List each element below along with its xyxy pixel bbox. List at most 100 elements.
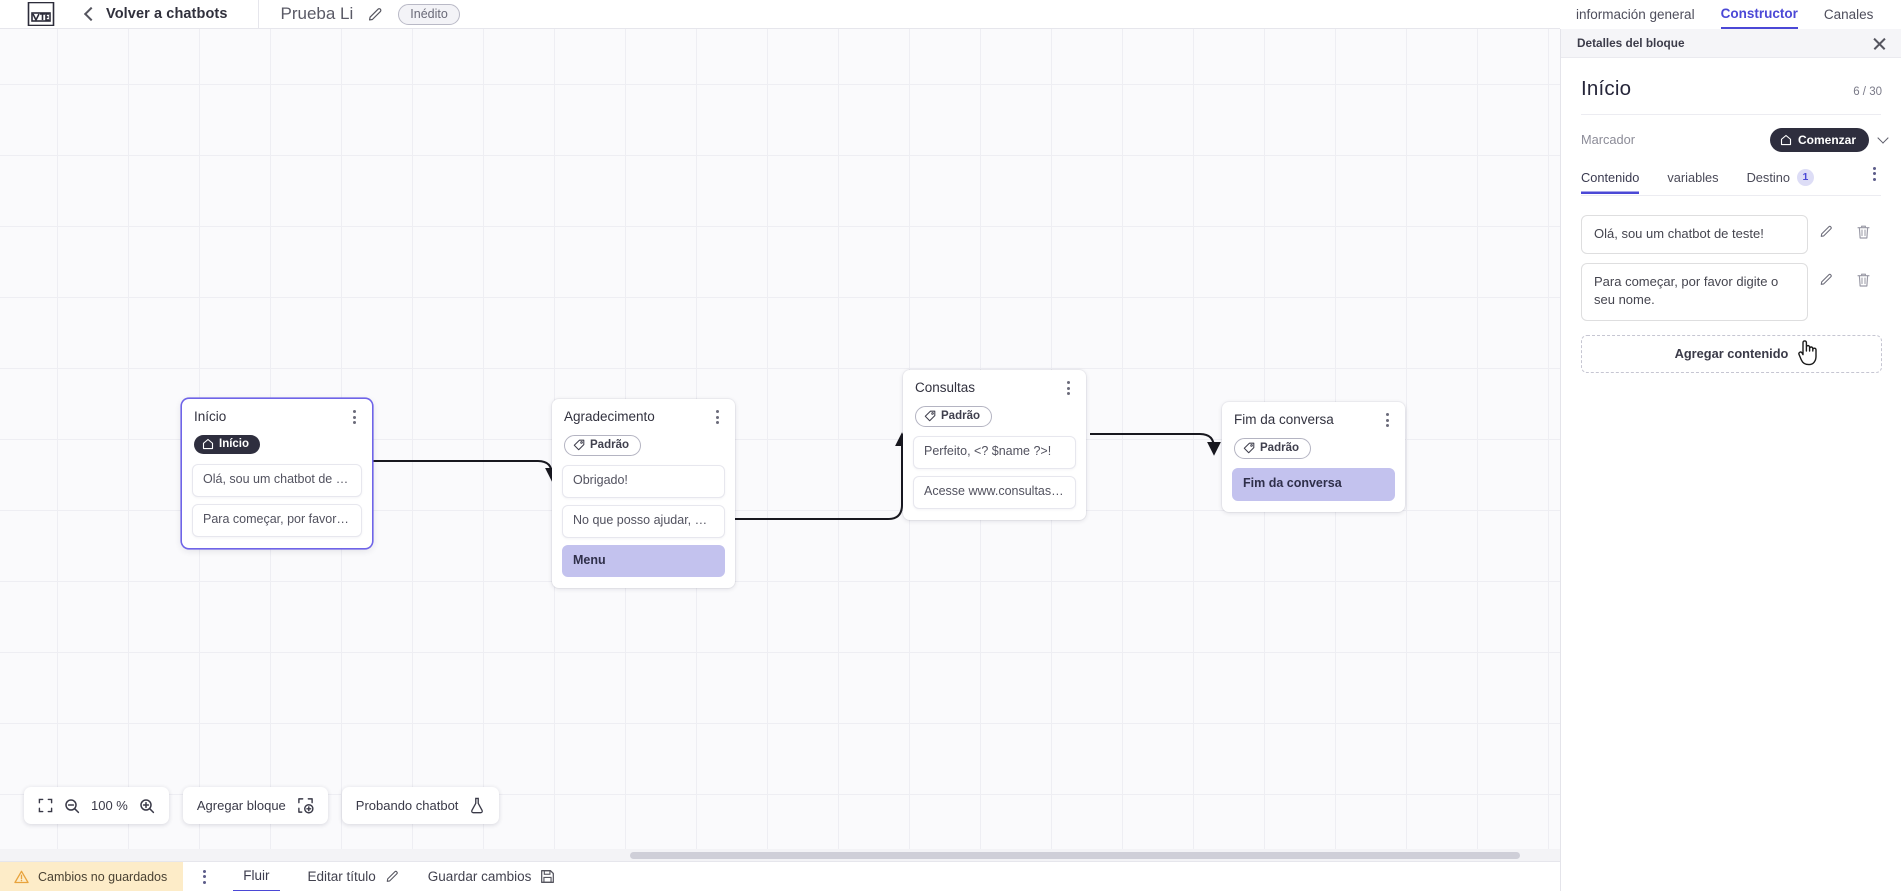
tab-constructor[interactable]: Constructor [1720,0,1798,29]
node-header: Agradecimento Padrão [552,399,735,465]
node-message[interactable]: No que posso ajudar, <? $name ... [562,504,725,538]
node-menu-button[interactable] [1380,412,1394,428]
marcador-chip-comenzar[interactable]: Comenzar [1769,128,1869,152]
node-message[interactable]: Olá, sou um chatbot de teste! [192,464,362,497]
panel-tab-contenido[interactable]: Contenido [1581,170,1639,194]
add-block-button[interactable]: Agregar bloque [182,787,328,824]
top-header: Volver a chatbots Prueba Li Inédito [0,0,1561,29]
node-badge-default: Padrão [564,434,641,457]
node-badge-start: Início [194,434,261,455]
node-messages: Olá, sou um chatbot de teste! Para começ… [182,464,372,547]
tag-icon [1243,443,1255,454]
flow-canvas[interactable]: Início Início Olá, sou um chatbot de tes… [0,29,1561,861]
bottom-status-bar: Cambios no guardados Fluir Editar título… [0,861,1561,891]
pencil-icon [1820,273,1832,285]
content-text[interactable]: Para começar, por favor digite o seu nom… [1581,262,1808,321]
content-edit-button[interactable] [1808,263,1845,287]
bottom-tab-fluir[interactable]: Fluir [233,862,280,891]
back-to-chatbots-button[interactable]: Volver a chatbots [83,6,228,22]
vtex-logo-icon[interactable] [24,0,58,28]
content-text[interactable]: Olá, sou um chatbot de teste! [1581,214,1808,254]
node-message[interactable]: Obrigado! [562,465,725,498]
node-title: Início [194,409,227,424]
header-divider [257,0,259,29]
flow-edges [372,432,1221,520]
canvas-horizontal-scrollbar[interactable] [0,849,1561,861]
flow-node-consultas[interactable]: Consultas Padrão Perfeito, <? $name ?>! … [903,370,1086,520]
panel-header: Detalles del bloque [1561,29,1901,58]
node-message[interactable]: Perfeito, <? $name ?>! [913,436,1076,469]
block-name: Início [1581,77,1632,100]
panel-content-list: Olá, sou um chatbot de teste! Para começ… [1561,196,1901,321]
marcador-control: Comenzar [1769,128,1889,152]
panel-tab-label: variables [1667,169,1719,185]
zoom-in-icon[interactable] [139,798,155,814]
char-counter: 6 / 30 [1853,86,1882,98]
add-content-button[interactable]: Agregar contenido [1581,334,1882,373]
content-delete-button[interactable] [1845,215,1882,240]
node-menu-button[interactable] [347,409,361,425]
panel-header-title: Detalles del bloque [1577,36,1685,50]
content-edit-button[interactable] [1808,215,1845,239]
close-icon[interactable] [1872,36,1887,51]
tag-icon [573,440,585,451]
tag-icon [924,411,936,422]
tab-informacion-general[interactable]: información general [1576,7,1695,22]
node-header: Fim da conversa Padrão [1222,402,1405,468]
save-changes-label: Guardar cambios [427,869,532,884]
node-message-end[interactable]: Fim da conversa [1232,468,1395,501]
save-disk-icon [541,870,555,883]
test-chatbot-label: Probando chatbot [355,798,459,813]
panel-tab-label: Destino [1746,169,1790,185]
node-messages: Perfeito, <? $name ?>! Acesse www.consul… [903,436,1086,519]
trash-icon [1857,273,1870,287]
flow-node-fim-da-conversa[interactable]: Fim da conversa Padrão Fim da conversa [1222,402,1405,512]
zoom-out-icon[interactable] [64,798,80,814]
flow-node-inicio[interactable]: Início Início Olá, sou um chatbot de tes… [182,399,372,548]
panel-title-row: Início 6 / 30 [1561,58,1901,101]
chevron-left-icon [83,6,99,22]
flow-node-agradecimento[interactable]: Agradecimento Padrão Obrigado! No que po… [552,399,735,589]
scrollbar-thumb[interactable] [630,852,1520,859]
vtex-logo-glyph [27,2,55,26]
node-menu-button[interactable] [1061,380,1075,396]
panel-tab-label: Contenido [1581,169,1640,185]
marcador-row: Marcador Comenzar [1561,115,1901,152]
add-block-icon [297,797,314,814]
edge-inicio-agradecimento [372,460,559,482]
node-menu-button[interactable] [710,409,724,425]
save-changes-button[interactable]: Guardar cambios [428,869,556,884]
unsaved-changes-indicator: Cambios no guardados [0,861,184,891]
fit-screen-icon[interactable] [38,798,53,813]
node-message[interactable]: Para começar, por favor digite o ... [192,503,362,537]
pencil-icon[interactable] [367,6,384,23]
zoom-level-label: 100 % [91,798,128,813]
flask-icon [469,797,485,814]
node-badge-label: Padrão [590,439,629,452]
panel-tabs: Contenido variables Destino 1 [1581,166,1881,196]
node-message-menu[interactable]: Menu [562,544,725,578]
edit-title-button[interactable]: Editar título [308,869,400,884]
panel-tab-variables[interactable]: variables [1667,170,1718,194]
content-item: Olá, sou um chatbot de teste! [1581,214,1882,254]
node-messages: Obrigado! No que posso ajudar, <? $name … [552,465,735,588]
panel-tab-destino[interactable]: Destino 1 [1746,168,1814,195]
node-badge-label: Padrão [941,410,980,423]
chevron-down-icon[interactable] [1877,132,1889,144]
page-title: Prueba Li [280,4,354,23]
panel-tabs-more-button[interactable] [1867,166,1881,181]
node-header: Início Início [182,399,372,464]
warning-triangle-icon [14,870,29,883]
node-message[interactable]: Acesse www.consultas.com par... [913,475,1076,509]
content-delete-button[interactable] [1845,263,1882,288]
home-icon [202,439,214,450]
bot-title-group: Prueba Li Inédito [280,3,460,25]
node-badge-label: Padrão [1260,442,1299,455]
pencil-icon [1820,225,1832,237]
bottom-more-menu-button[interactable] [197,869,211,884]
tab-canales[interactable]: Canales [1823,7,1874,22]
edge-consultas-fim [1090,433,1221,456]
node-header: Consultas Padrão [903,370,1086,436]
test-chatbot-button[interactable]: Probando chatbot [341,787,500,824]
